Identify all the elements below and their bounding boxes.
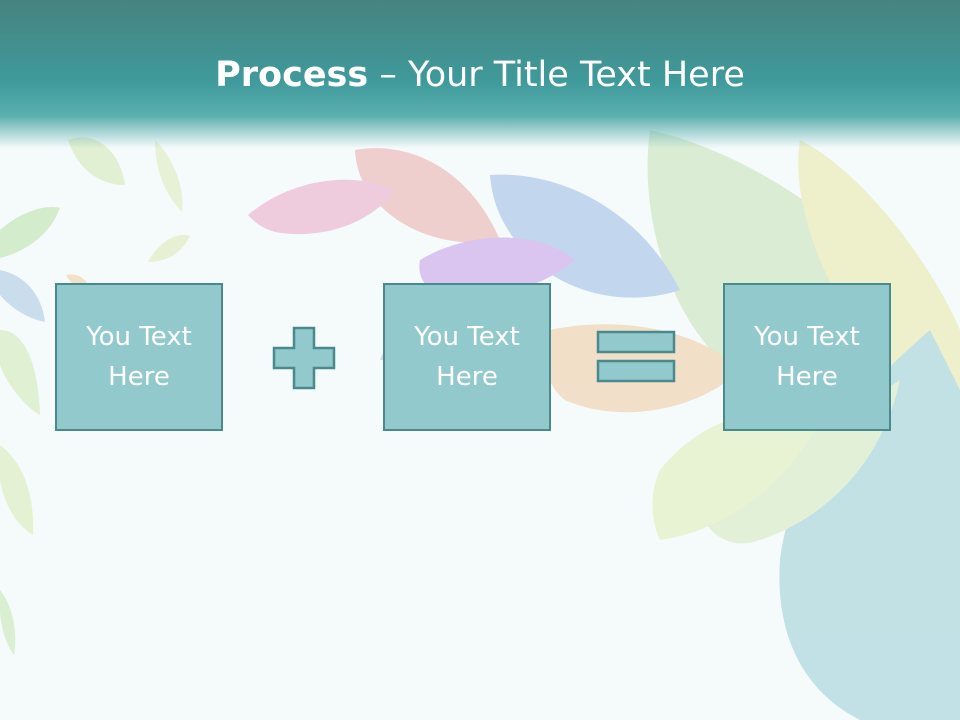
process-box-2-label: You Text Here — [414, 322, 520, 392]
plus-icon — [272, 326, 336, 390]
slide-title[interactable]: Process – Your Title Text Here — [0, 52, 960, 98]
process-box-1-label: You Text Here — [86, 322, 192, 392]
title-bold-part: Process — [215, 55, 369, 95]
process-box-2[interactable]: You Text Here — [383, 283, 551, 431]
process-box-3-label: You Text Here — [754, 322, 860, 392]
title-banner — [0, 0, 960, 148]
title-rest: – Your Title Text Here — [368, 55, 745, 95]
process-box-1[interactable]: You Text Here — [55, 283, 223, 431]
equals-icon — [596, 330, 676, 383]
process-box-3[interactable]: You Text Here — [723, 283, 891, 431]
